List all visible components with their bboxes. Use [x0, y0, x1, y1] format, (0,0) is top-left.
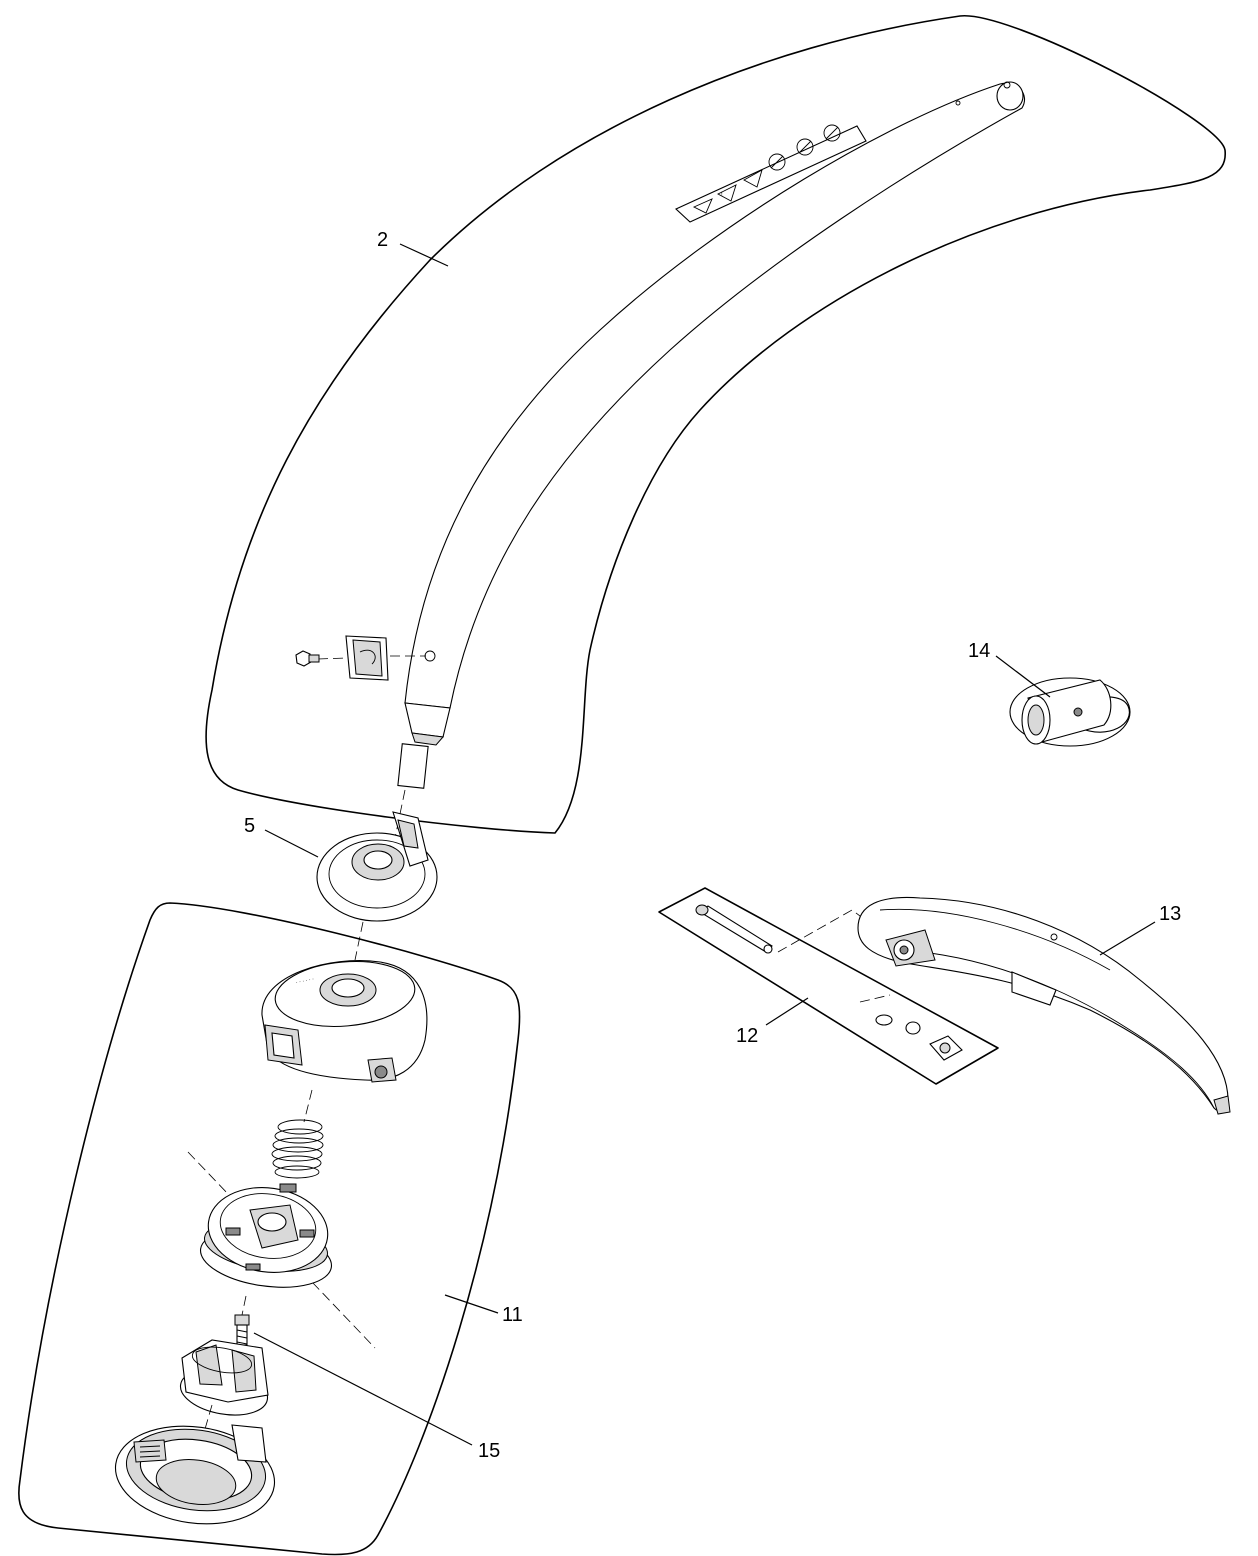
handle-bracket [1009, 677, 1131, 747]
warning-label: ! [675, 124, 867, 223]
callout-15: 15 [478, 1440, 500, 1462]
spring [271, 1089, 324, 1179]
callout-11: 11 [502, 1304, 523, 1326]
spool [187, 1151, 376, 1349]
callout-12: 12 [736, 1025, 758, 1047]
bottom-housing [114, 1404, 276, 1525]
leader-15 [253, 1332, 473, 1446]
handle [857, 896, 1231, 1115]
leader-11 [444, 1294, 499, 1314]
hardware-kit-panel [658, 887, 999, 1085]
svg-text:. . . . . .: . . . . . . [295, 975, 315, 985]
trimmer-head-panel [17, 902, 521, 1556]
bolt [234, 1295, 250, 1346]
svg-text:!: ! [721, 192, 723, 198]
shaft-tube [397, 81, 1026, 789]
callout-2: 2 [377, 229, 388, 251]
leader-5 [264, 829, 319, 858]
leader-13 [1099, 921, 1156, 956]
clip-screw [295, 650, 320, 667]
callout-5: 5 [244, 815, 255, 837]
callout-14: 14 [968, 640, 990, 662]
callout-13: 13 [1159, 903, 1181, 925]
leader-14 [995, 655, 1051, 698]
leader-2 [399, 243, 449, 267]
leader-12 [765, 997, 809, 1026]
eyelet-adapter [179, 1339, 269, 1416]
guard-mount [316, 789, 438, 922]
shaft-assembly-panel [205, 15, 1226, 834]
shaft-clip [317, 635, 426, 681]
spool-cover: . . . . . . [261, 921, 428, 1083]
